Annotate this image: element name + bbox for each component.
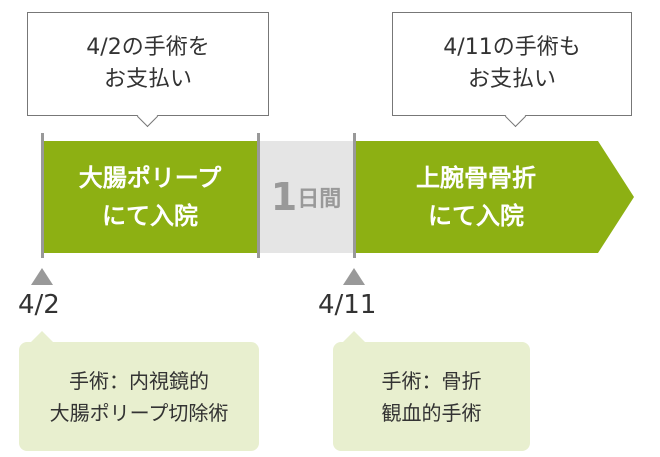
date-marker-icon <box>31 268 53 285</box>
date-label: 4/11 <box>318 290 377 320</box>
callout-pointer <box>342 331 366 343</box>
divider-line <box>41 133 44 258</box>
segment-label: 上腕骨骨折 にて入院 <box>416 164 536 230</box>
callout-text: 4/11の手術も お支払い <box>443 35 581 92</box>
segment-hospitalization-2: 上腕骨骨折 にて入院 <box>354 141 598 253</box>
callout-text: 手術：骨折 観血的手術 <box>381 368 482 425</box>
divider-line <box>353 133 356 258</box>
callout-text: 4/2の手術を お支払い <box>86 35 210 92</box>
gap-unit: 日間 <box>297 187 342 212</box>
callout-top-2: 4/11の手術も お支払い <box>392 12 632 116</box>
callout-bottom-1: 手術：内視鏡的 大腸ポリープ切除術 <box>19 342 259 451</box>
callout-text: 手術：内視鏡的 大腸ポリープ切除術 <box>49 368 229 425</box>
segment-hospitalization-2-arrow <box>354 141 634 253</box>
callout-top-1: 4/2の手術を お支払い <box>27 12 269 116</box>
gap-number: 1 <box>270 175 298 219</box>
callout-bottom-2: 手術：骨折 観血的手術 <box>333 342 530 451</box>
segment-hospitalization-1: 大腸ポリープ にて入院 <box>42 141 258 253</box>
callout-pointer <box>30 331 54 343</box>
date-marker-icon <box>343 268 365 285</box>
date-label: 4/2 <box>18 290 60 320</box>
segment-label: 大腸ポリープ にて入院 <box>78 164 222 230</box>
divider-line <box>257 133 260 258</box>
